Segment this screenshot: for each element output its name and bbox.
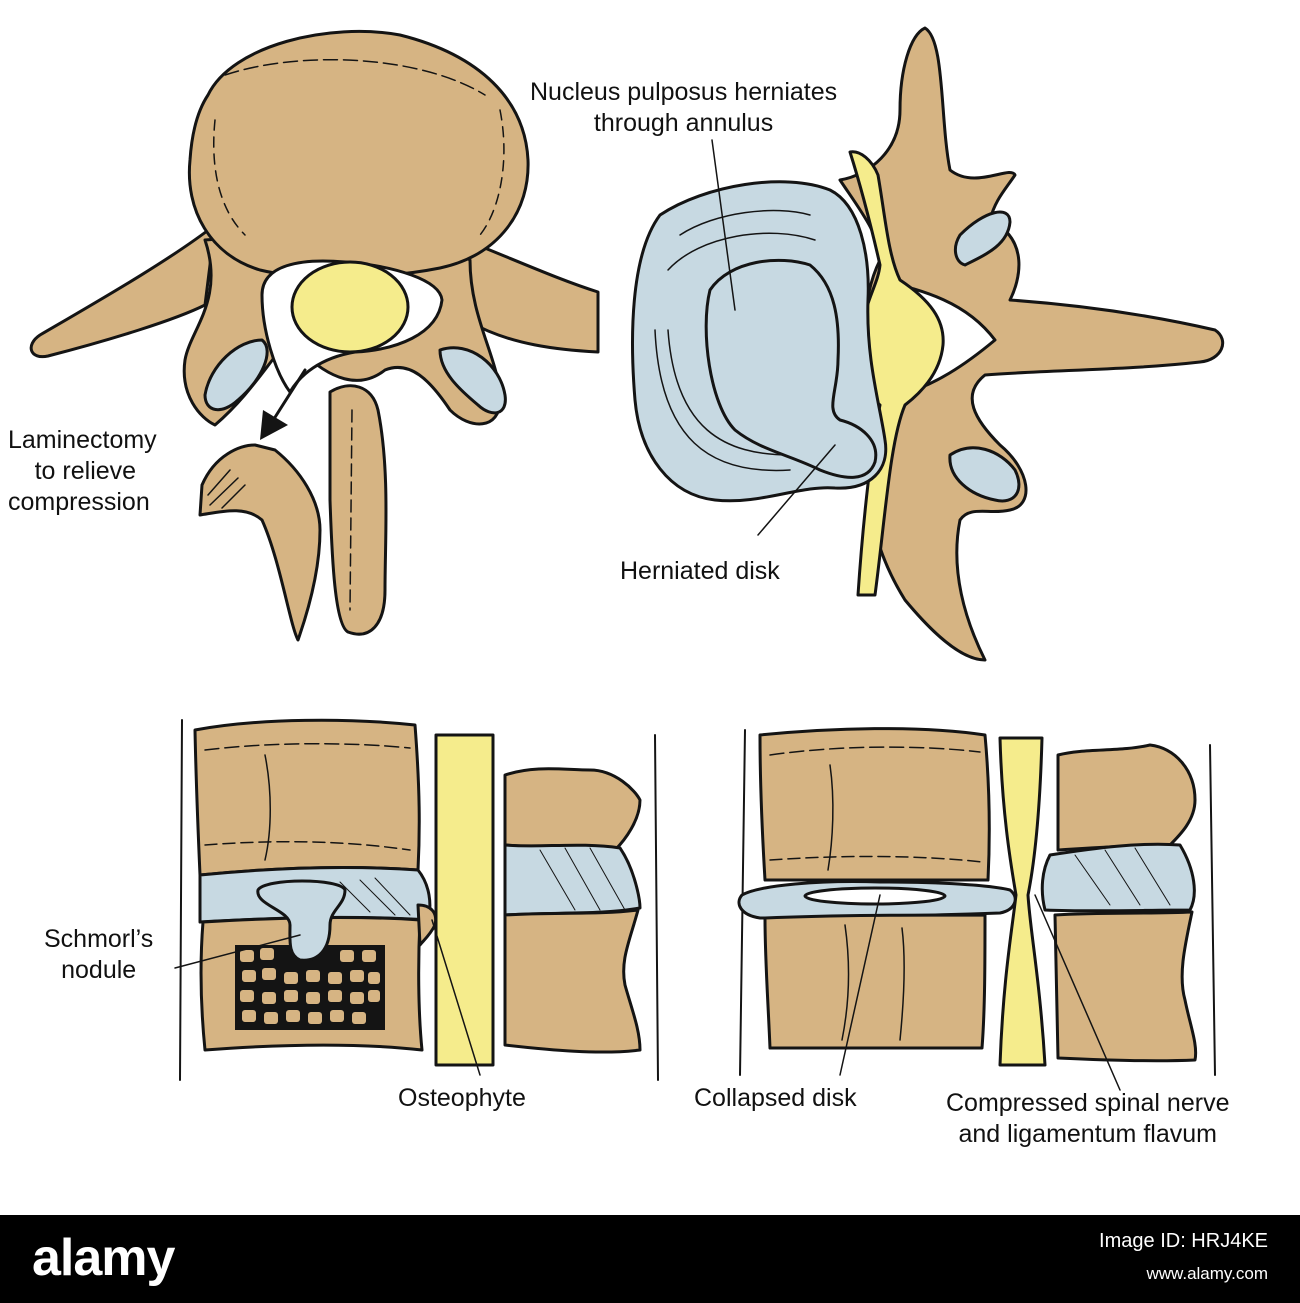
vertebral-body [187, 29, 530, 279]
schmorl-nodule [256, 879, 347, 962]
compressed-nerve-label: Compressed spinal nerve and ligamentum f… [946, 1089, 1230, 1148]
remaining-lamina [328, 384, 388, 636]
laminectomy-vertebra [29, 29, 600, 642]
right-facet [438, 346, 507, 415]
collapsed-leader [839, 894, 881, 1076]
nucleus-pulposus-label: Nucleus pulposus herniates through annul… [530, 78, 838, 137]
schmorl-nodule-label: Schmorl’s nodule [44, 925, 154, 984]
right-transverse-process [463, 238, 600, 354]
lower-facet [948, 446, 1021, 503]
image-id: Image ID: HRJ4KE [1099, 1230, 1268, 1252]
compressed-leader [1034, 894, 1121, 1091]
left-facet [203, 338, 269, 411]
osteophyte-leader [431, 919, 481, 1076]
laminectomy-arrowhead [260, 410, 288, 440]
watermark-bar [0, 1215, 1300, 1303]
collapsed-disk-cavity [803, 886, 947, 906]
nucleus-leader [711, 139, 736, 311]
nucleus-pulposus [704, 258, 878, 479]
collapsed-disk-section [737, 727, 1216, 1076]
schmorl-section [179, 718, 659, 1081]
source-url: www.alamy.com [1146, 1264, 1268, 1283]
left-transverse-process [29, 223, 217, 359]
osteophyte-label: Osteophyte [398, 1084, 526, 1112]
herniated-disk-label: Herniated disk [620, 557, 780, 585]
lower-vertebra-right [763, 913, 987, 1050]
upper-facet [953, 210, 1012, 267]
compressed-nerve [998, 736, 1047, 1067]
spinal-cord [290, 260, 410, 354]
removed-lamina [198, 443, 322, 642]
herniated-disk-vertebra [631, 26, 1225, 662]
laminectomy-label: Laminectomy to relieve compression [8, 426, 157, 516]
herniated-leader [757, 444, 836, 536]
laminectomy-arrow-line [270, 368, 307, 424]
collapsed-disk-label: Collapsed disk [694, 1084, 857, 1112]
alamy-logo: alamy [32, 1229, 175, 1287]
spinal-nerve [848, 150, 945, 597]
spine-pathology-illustration [29, 26, 1225, 1091]
schmorl-leader [174, 934, 301, 969]
spinal-cord-left [434, 733, 495, 1067]
upper-vertebra-right [758, 727, 991, 882]
